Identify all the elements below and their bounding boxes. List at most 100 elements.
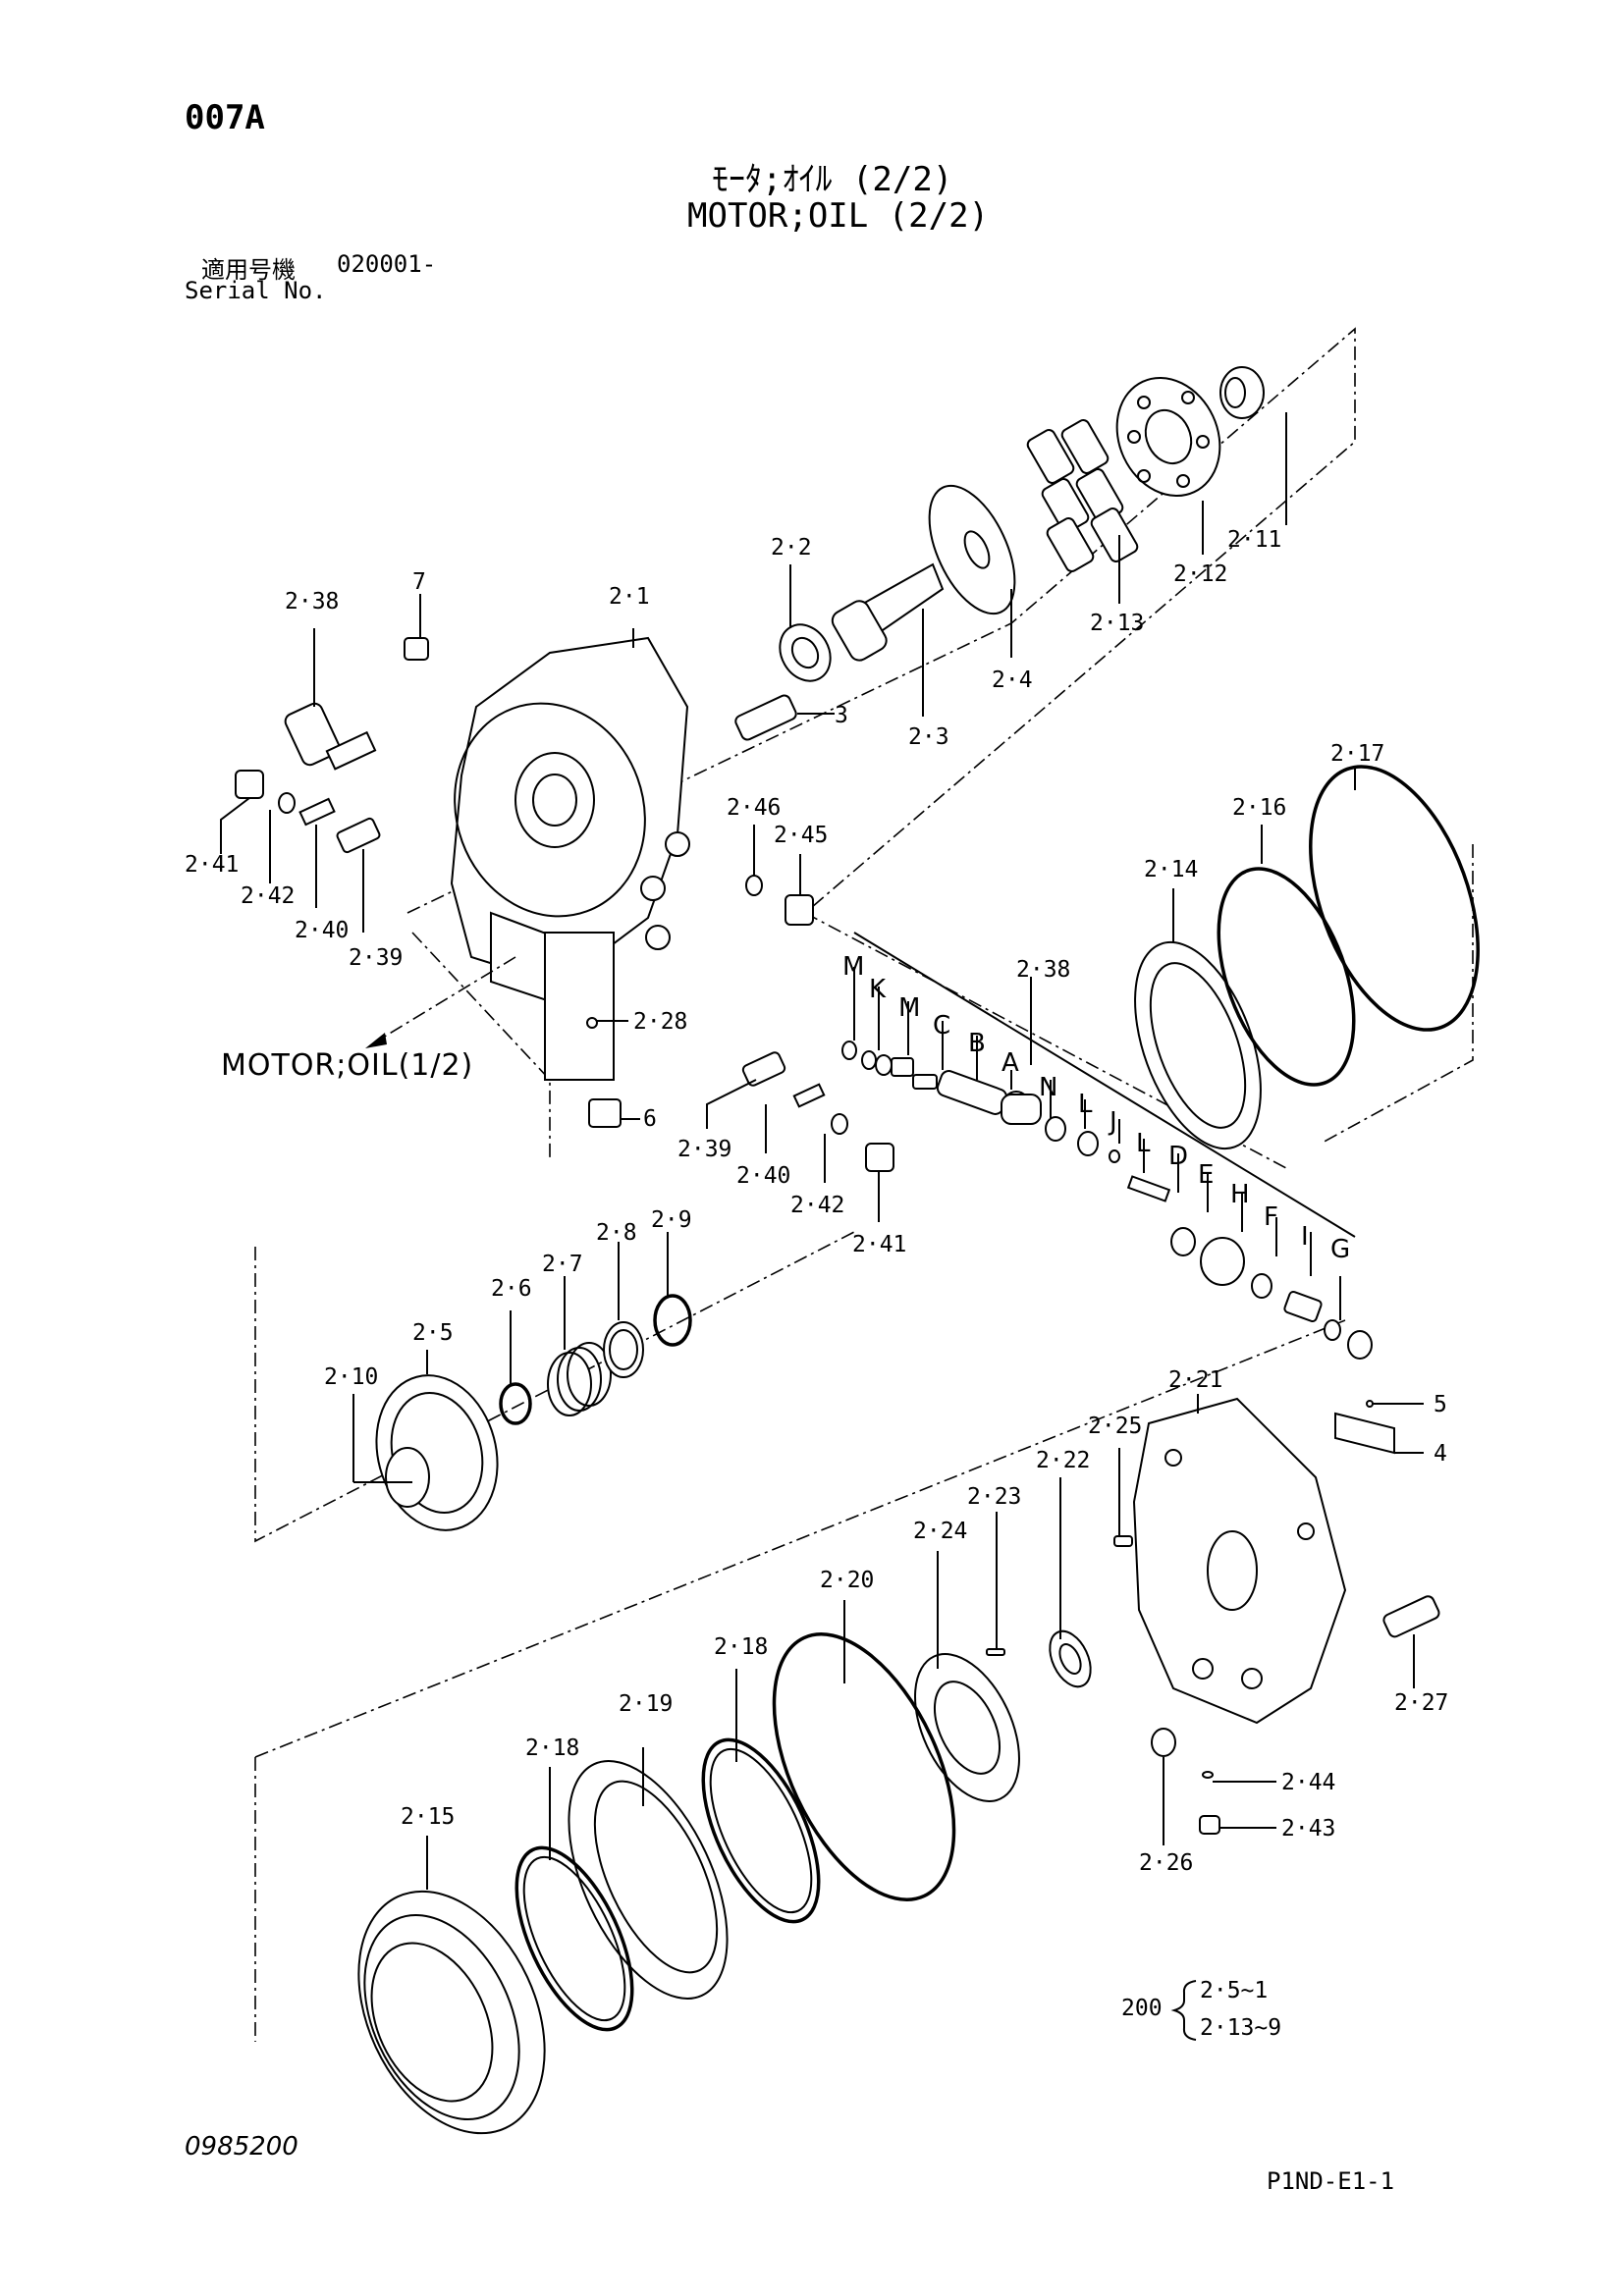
label-2-11: 2·11 — [1227, 527, 1282, 553]
label-2-13: 2·13 — [1090, 611, 1145, 636]
label-2-40-upper: 2·40 — [295, 918, 350, 943]
label-2-4: 2·4 — [992, 667, 1033, 693]
label-5: 5 — [1434, 1392, 1447, 1417]
label-2-17: 2·17 — [1330, 741, 1385, 767]
label-2-21: 2·21 — [1168, 1367, 1223, 1393]
title-japanese: ﾓｰﾀ;ｵｲﾙ (2/2) — [712, 160, 953, 199]
serial-label-japanese: 適用号機 — [201, 256, 296, 284]
label-2-8: 2·8 — [596, 1220, 637, 1246]
valve-stack-parts — [841, 932, 1373, 1360]
cover-small-parts — [1113, 1448, 1440, 1845]
label-3: 3 — [835, 703, 848, 728]
label-2-1: 2·1 — [609, 584, 650, 610]
letter-j: J — [1110, 1107, 1117, 1137]
label-2-42-upper: 2·42 — [241, 883, 296, 909]
letter-l-1: L — [1078, 1090, 1093, 1119]
label-2-18-lower: 2·18 — [525, 1735, 580, 1761]
reference-motor-oil-1-2: MOTOR;OIL(1/2) — [221, 1048, 474, 1083]
label-2-44: 2·44 — [1281, 1770, 1336, 1795]
letter-c: C — [933, 1011, 951, 1041]
label-2-16: 2·16 — [1232, 795, 1287, 821]
kit-brace — [1170, 1980, 1197, 2041]
label-2-24: 2·24 — [913, 1519, 968, 1544]
upper-left-small-parts — [220, 770, 381, 933]
label-2-12: 2·12 — [1173, 561, 1228, 587]
label-2-40-middle: 2·40 — [736, 1163, 791, 1189]
kit-number: 200 — [1121, 1996, 1163, 2021]
part-2-3-shaft — [831, 562, 945, 717]
part-2-18-ring-upper — [701, 1669, 821, 1924]
label-2-10: 2·10 — [324, 1364, 379, 1390]
label-2-20: 2·20 — [820, 1568, 875, 1593]
label-2-46: 2·46 — [727, 795, 782, 821]
label-2-38-upper: 2·38 — [285, 589, 340, 614]
part-2-13-piston-assembly — [1026, 419, 1139, 604]
letter-f: F — [1264, 1202, 1278, 1232]
label-2-5: 2·5 — [412, 1320, 454, 1346]
letter-b: B — [968, 1029, 986, 1058]
label-2-39-upper: 2·39 — [349, 945, 404, 971]
label-2-41-upper: 2·41 — [185, 852, 240, 878]
label-2-43: 2·43 — [1281, 1816, 1336, 1842]
label-2-28: 2·28 — [633, 1009, 688, 1035]
kit-line-1: 2·5~1 — [1200, 1978, 1269, 2003]
letter-h: H — [1230, 1180, 1250, 1209]
part-2-12-retainer-plate — [1115, 376, 1221, 555]
label-2-45: 2·45 — [774, 823, 829, 848]
part-7-bolt — [404, 594, 429, 661]
label-2-26: 2·26 — [1139, 1850, 1194, 1876]
label-2-9: 2·9 — [651, 1207, 692, 1233]
label-2-18-upper: 2·18 — [714, 1634, 769, 1660]
parts-2-14-2-16-2-17 — [1134, 765, 1480, 1150]
part-2-38-valve-upper — [284, 628, 377, 771]
parts-2-46-2-45 — [745, 825, 814, 926]
label-2-19: 2·19 — [619, 1691, 674, 1717]
planetary-gear-parts — [352, 1232, 692, 1531]
label-2-7: 2·7 — [542, 1252, 583, 1277]
part-2-18-ring-lower — [514, 1767, 634, 2032]
page-reference: P1ND-E1-1 — [1267, 2167, 1395, 2195]
letter-g: G — [1330, 1235, 1351, 1264]
label-7: 7 — [412, 569, 426, 595]
letter-k: K — [869, 975, 887, 1004]
letter-m-2: M — [898, 993, 921, 1023]
label-2-41-middle: 2·41 — [852, 1232, 907, 1257]
parts-4-5-nameplate — [1334, 1400, 1424, 1455]
part-2-28-plug — [544, 932, 628, 1081]
label-2-39-middle: 2·39 — [677, 1137, 732, 1162]
title-english: MOTOR;OIL (2/2) — [687, 196, 990, 236]
reference-arrow — [365, 956, 516, 1048]
letter-a: A — [1001, 1048, 1019, 1078]
page-code: 007A — [185, 98, 265, 137]
letter-n: N — [1039, 1073, 1058, 1102]
part-2-15-seal — [357, 1836, 546, 2135]
label-2-3: 2·3 — [908, 724, 949, 750]
label-2-15: 2·15 — [401, 1804, 456, 1830]
part-2-2-bearing — [779, 564, 832, 682]
part-2-21-cover — [1132, 1394, 1347, 1725]
part-3-bolt — [734, 694, 835, 741]
label-2-27: 2·27 — [1394, 1690, 1449, 1716]
middle-valve-parts — [706, 1051, 894, 1222]
letter-d: D — [1168, 1142, 1189, 1171]
label-2-14: 2·14 — [1144, 857, 1199, 882]
drawing-number: 0985200 — [185, 2132, 298, 2162]
label-2-6: 2·6 — [491, 1276, 532, 1302]
serial-value: 020001- — [337, 250, 437, 278]
letter-i: I — [1301, 1222, 1309, 1252]
part-2-19-plate — [568, 1747, 729, 2000]
label-2-25: 2·25 — [1088, 1414, 1143, 1439]
part-2-11-race — [1219, 366, 1287, 525]
kit-line-2: 2·13~9 — [1200, 2015, 1282, 2041]
label-6: 6 — [643, 1106, 657, 1132]
letter-e: E — [1198, 1160, 1215, 1190]
letter-m-1: M — [842, 952, 865, 982]
label-2-2: 2·2 — [771, 535, 812, 561]
part-6-plug — [588, 1098, 640, 1128]
part-2-20-oring — [772, 1600, 956, 1901]
serial-label-english: Serial No. — [185, 277, 327, 304]
label-4: 4 — [1434, 1441, 1447, 1467]
label-2-22: 2·22 — [1036, 1448, 1091, 1473]
